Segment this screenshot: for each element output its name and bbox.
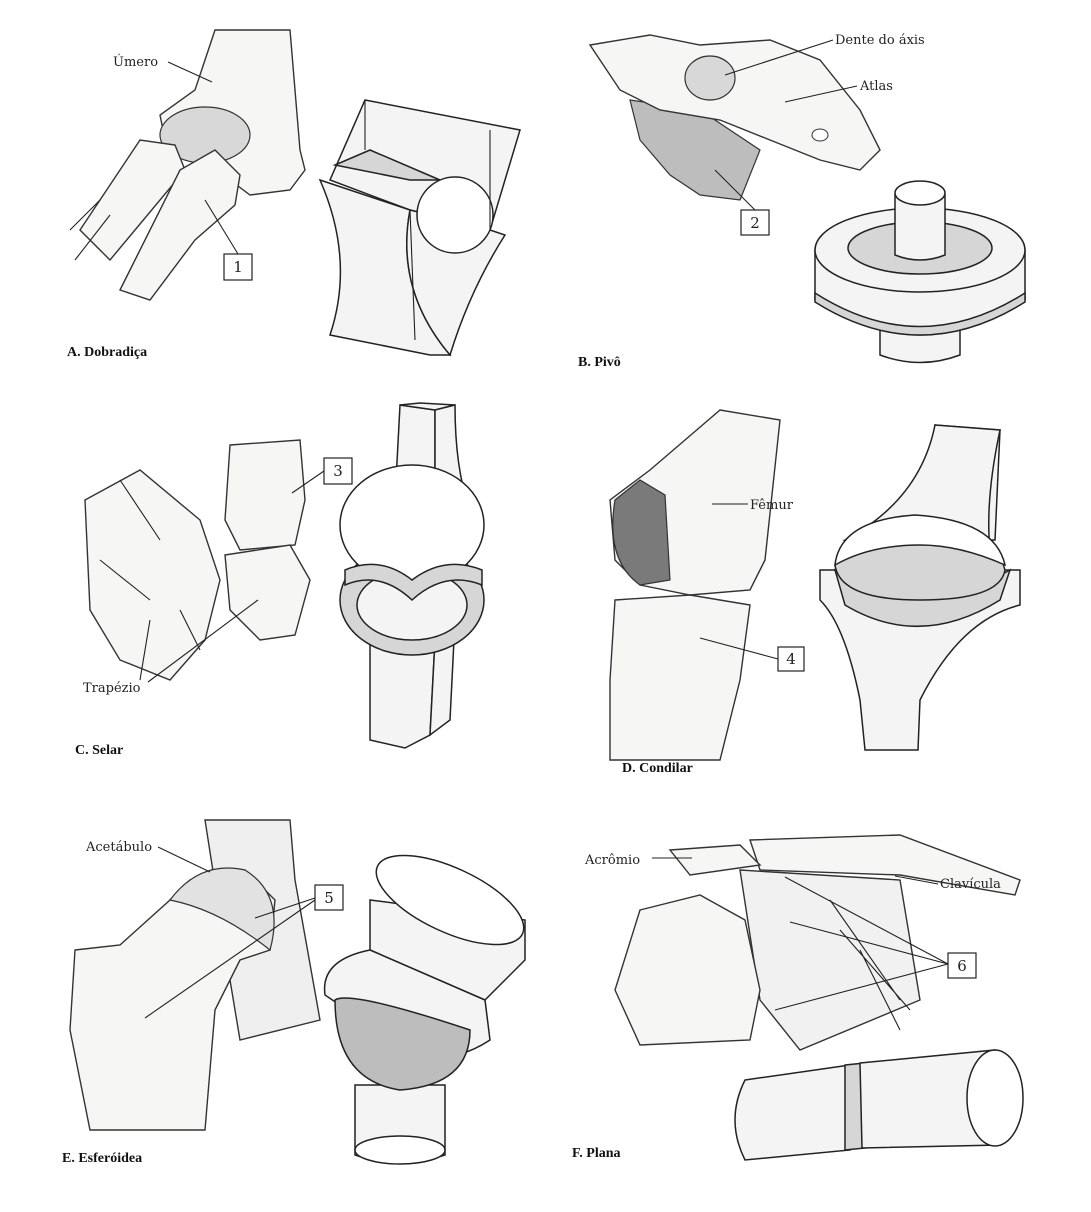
hinge-model xyxy=(318,99,521,357)
elbow-illustration xyxy=(69,29,306,301)
caption-condylar: D. Condilar xyxy=(622,761,693,776)
leader-line xyxy=(789,921,949,965)
atlas-axis-illustration xyxy=(588,34,881,201)
caption-pivot: B. Pivô xyxy=(578,355,621,370)
caption-hinge: A. Dobradiça xyxy=(67,345,147,360)
number-box xyxy=(947,952,977,979)
caption-saddle: C. Selar xyxy=(75,743,123,758)
leader-line xyxy=(291,470,325,494)
caption-ball-and-socket: E. Esferóidea xyxy=(62,1151,142,1166)
pivot-model xyxy=(814,180,1026,364)
label-acetabulo: Acetábulo xyxy=(85,840,152,855)
number-box xyxy=(314,884,344,911)
leader-line xyxy=(714,169,756,211)
leader-line xyxy=(774,963,949,1011)
label-umero: Úmero xyxy=(113,53,158,70)
ball-socket-model xyxy=(323,854,526,1165)
number-1: 1 xyxy=(233,258,243,276)
number-2: 2 xyxy=(750,214,760,232)
leader-line xyxy=(724,39,834,76)
leader-line xyxy=(894,875,939,885)
leader-line xyxy=(699,637,779,660)
label-atlas: Atlas xyxy=(859,79,893,94)
saddle-model xyxy=(339,402,485,749)
number-box xyxy=(777,646,805,672)
leader-line xyxy=(784,876,949,965)
number-6: 6 xyxy=(957,957,967,975)
panel-saddle: 3 Trapézio C. Selar xyxy=(75,402,485,758)
panel-pivot: Dente do áxis Atlas 2 B. Pivô xyxy=(578,33,1026,370)
hand-illustration xyxy=(84,439,311,681)
leader-line xyxy=(144,899,316,1019)
knee-illustration xyxy=(609,409,781,761)
number-box xyxy=(223,253,253,281)
number-5: 5 xyxy=(324,889,334,907)
label-trapezio: Trapézio xyxy=(83,681,141,696)
number-3: 3 xyxy=(333,462,343,480)
number-4: 4 xyxy=(786,650,796,668)
panel-ball-and-socket: Acetábulo 5 E. Esferóidea xyxy=(62,819,526,1166)
number-box xyxy=(740,209,770,236)
condylar-model xyxy=(819,424,1021,751)
hip-illustration xyxy=(69,819,321,1131)
label-femur: Fêmur xyxy=(750,498,794,513)
leader-line xyxy=(204,199,239,255)
leader-line xyxy=(147,599,259,683)
label-dente-do-axis: Dente do áxis xyxy=(835,33,925,48)
panel-hinge: Úmero 1 A. Dobradiça xyxy=(67,29,521,360)
label-acromio: Acrômio xyxy=(584,853,640,868)
panel-condylar: Fêmur 4 D. Condilar xyxy=(609,409,1021,776)
number-box xyxy=(323,457,353,485)
plane-model xyxy=(734,1049,1024,1161)
leader-line xyxy=(254,897,316,919)
caption-plane: F. Plana xyxy=(572,1146,621,1161)
shoulder-illustration xyxy=(614,834,1021,1051)
label-clavicula: Clavícula xyxy=(940,877,1001,892)
leader-line xyxy=(167,61,213,83)
panel-plane: Acrômio Clavícula 6 F. Plana xyxy=(572,834,1024,1161)
leader-line xyxy=(784,85,858,103)
leader-line xyxy=(157,846,211,873)
